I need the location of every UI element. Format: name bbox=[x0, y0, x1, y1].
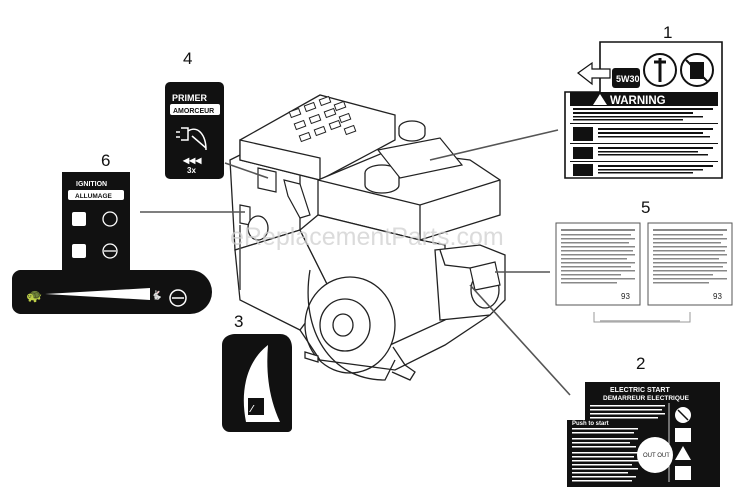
decal-ignition: IGNITION ALLUMAGE 🐢 🐇 bbox=[11, 172, 212, 314]
throttle-wedge bbox=[45, 288, 150, 300]
hand-icon bbox=[675, 428, 691, 442]
callout-4: 4 bbox=[183, 49, 192, 68]
engine-drawing bbox=[229, 94, 506, 381]
label-text-lines bbox=[561, 229, 727, 284]
turtle-icon: 🐢 bbox=[26, 288, 42, 303]
callout-2: 2 bbox=[636, 354, 645, 373]
start-subtitle: DEMARREUR ELECTRIQUE bbox=[603, 395, 690, 402]
decal-primer: PRIMER AMORCEUR ◀◀◀ 3x bbox=[165, 82, 224, 179]
rabbit-icon: 🐇 bbox=[151, 289, 162, 300]
warning-text-rows bbox=[570, 108, 718, 176]
callout-3: 3 bbox=[234, 312, 243, 331]
plug-icon bbox=[675, 466, 691, 480]
ignition-on-icon bbox=[72, 212, 86, 226]
caution-icon bbox=[675, 446, 691, 460]
ignition-subtitle: ALLUMAGE bbox=[75, 193, 112, 200]
warning-title: WARNING bbox=[610, 95, 666, 107]
primer-arrows-icon: ◀◀◀ bbox=[182, 156, 202, 165]
watermark: eReplacementParts.com bbox=[230, 223, 504, 251]
callout-5: 5 bbox=[641, 198, 650, 217]
primer-subtitle: AMORCEUR bbox=[173, 108, 214, 115]
primer-bulb-icon bbox=[176, 127, 207, 151]
callout-1: 1 bbox=[663, 23, 672, 42]
label-tag-left: 93 bbox=[621, 292, 630, 301]
leader-line-1 bbox=[429, 129, 559, 161]
oil-spec: 5W30 bbox=[616, 74, 640, 84]
start-button-label: OUT OUT bbox=[643, 453, 670, 459]
decal-shroud: ⁄ bbox=[222, 334, 292, 432]
start-push-text: Push to start bbox=[572, 421, 609, 427]
stop-icon bbox=[169, 289, 187, 307]
leader-lines bbox=[140, 129, 571, 396]
manual-icon bbox=[573, 127, 593, 141]
explosion-icon bbox=[573, 164, 593, 176]
primer-count: 3x bbox=[187, 166, 196, 175]
svg-text:⁄: ⁄ bbox=[249, 404, 255, 415]
warning-triangle-icon bbox=[593, 94, 607, 105]
fire-icon bbox=[573, 147, 593, 159]
shroud-symbol-icon bbox=[248, 398, 264, 415]
start-button bbox=[637, 437, 673, 473]
decal-warning: 5W30 WARNING bbox=[564, 41, 723, 179]
callout-6: 6 bbox=[101, 151, 110, 170]
start-title: ELECTRIC START bbox=[610, 387, 670, 394]
decal-electric-start: ELECTRIC START DEMARREUR ELECTRIQUE Push… bbox=[567, 382, 720, 487]
leader-line-2 bbox=[469, 284, 571, 396]
primer-title: PRIMER bbox=[172, 93, 208, 103]
leader-line-4 bbox=[224, 162, 269, 179]
ignition-off-icon bbox=[72, 244, 86, 258]
label-tag-right: 93 bbox=[713, 292, 722, 301]
arrow-icon bbox=[576, 61, 611, 86]
start-text-rows bbox=[572, 405, 665, 482]
ignition-title: IGNITION bbox=[76, 181, 107, 188]
decal-labels: 93 93 bbox=[555, 222, 733, 323]
